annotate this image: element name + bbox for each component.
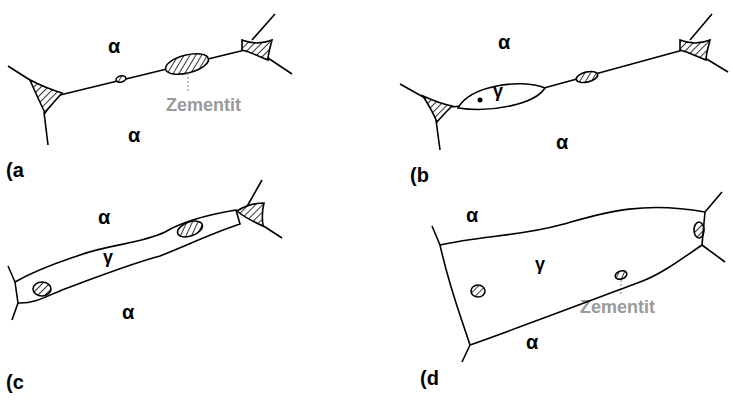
phase-label: α	[108, 34, 120, 58]
austenite-region: γ	[435, 198, 710, 350]
austenite-outline	[5, 200, 250, 312]
phase-label: γ	[103, 248, 113, 268]
austenite-outline	[435, 198, 710, 350]
panel-label: (a	[6, 158, 24, 182]
phase-label: γ	[535, 255, 545, 275]
phase-label: α	[122, 300, 134, 324]
panel-label: (c	[6, 370, 24, 394]
cementite-label: Zementit	[166, 95, 241, 117]
phase-label: α	[556, 130, 568, 154]
panel-label: (b	[410, 163, 429, 187]
phase-label: α	[526, 330, 538, 354]
phase-label: α	[128, 123, 140, 147]
phase-label: γ	[493, 82, 503, 102]
phase-label: α	[498, 30, 510, 54]
phase-label: α	[98, 205, 110, 229]
phase-label: α	[466, 203, 478, 227]
panel-label: (d	[420, 366, 439, 390]
austenite-region: γ	[452, 76, 550, 116]
austenite-region: γ	[5, 200, 250, 312]
